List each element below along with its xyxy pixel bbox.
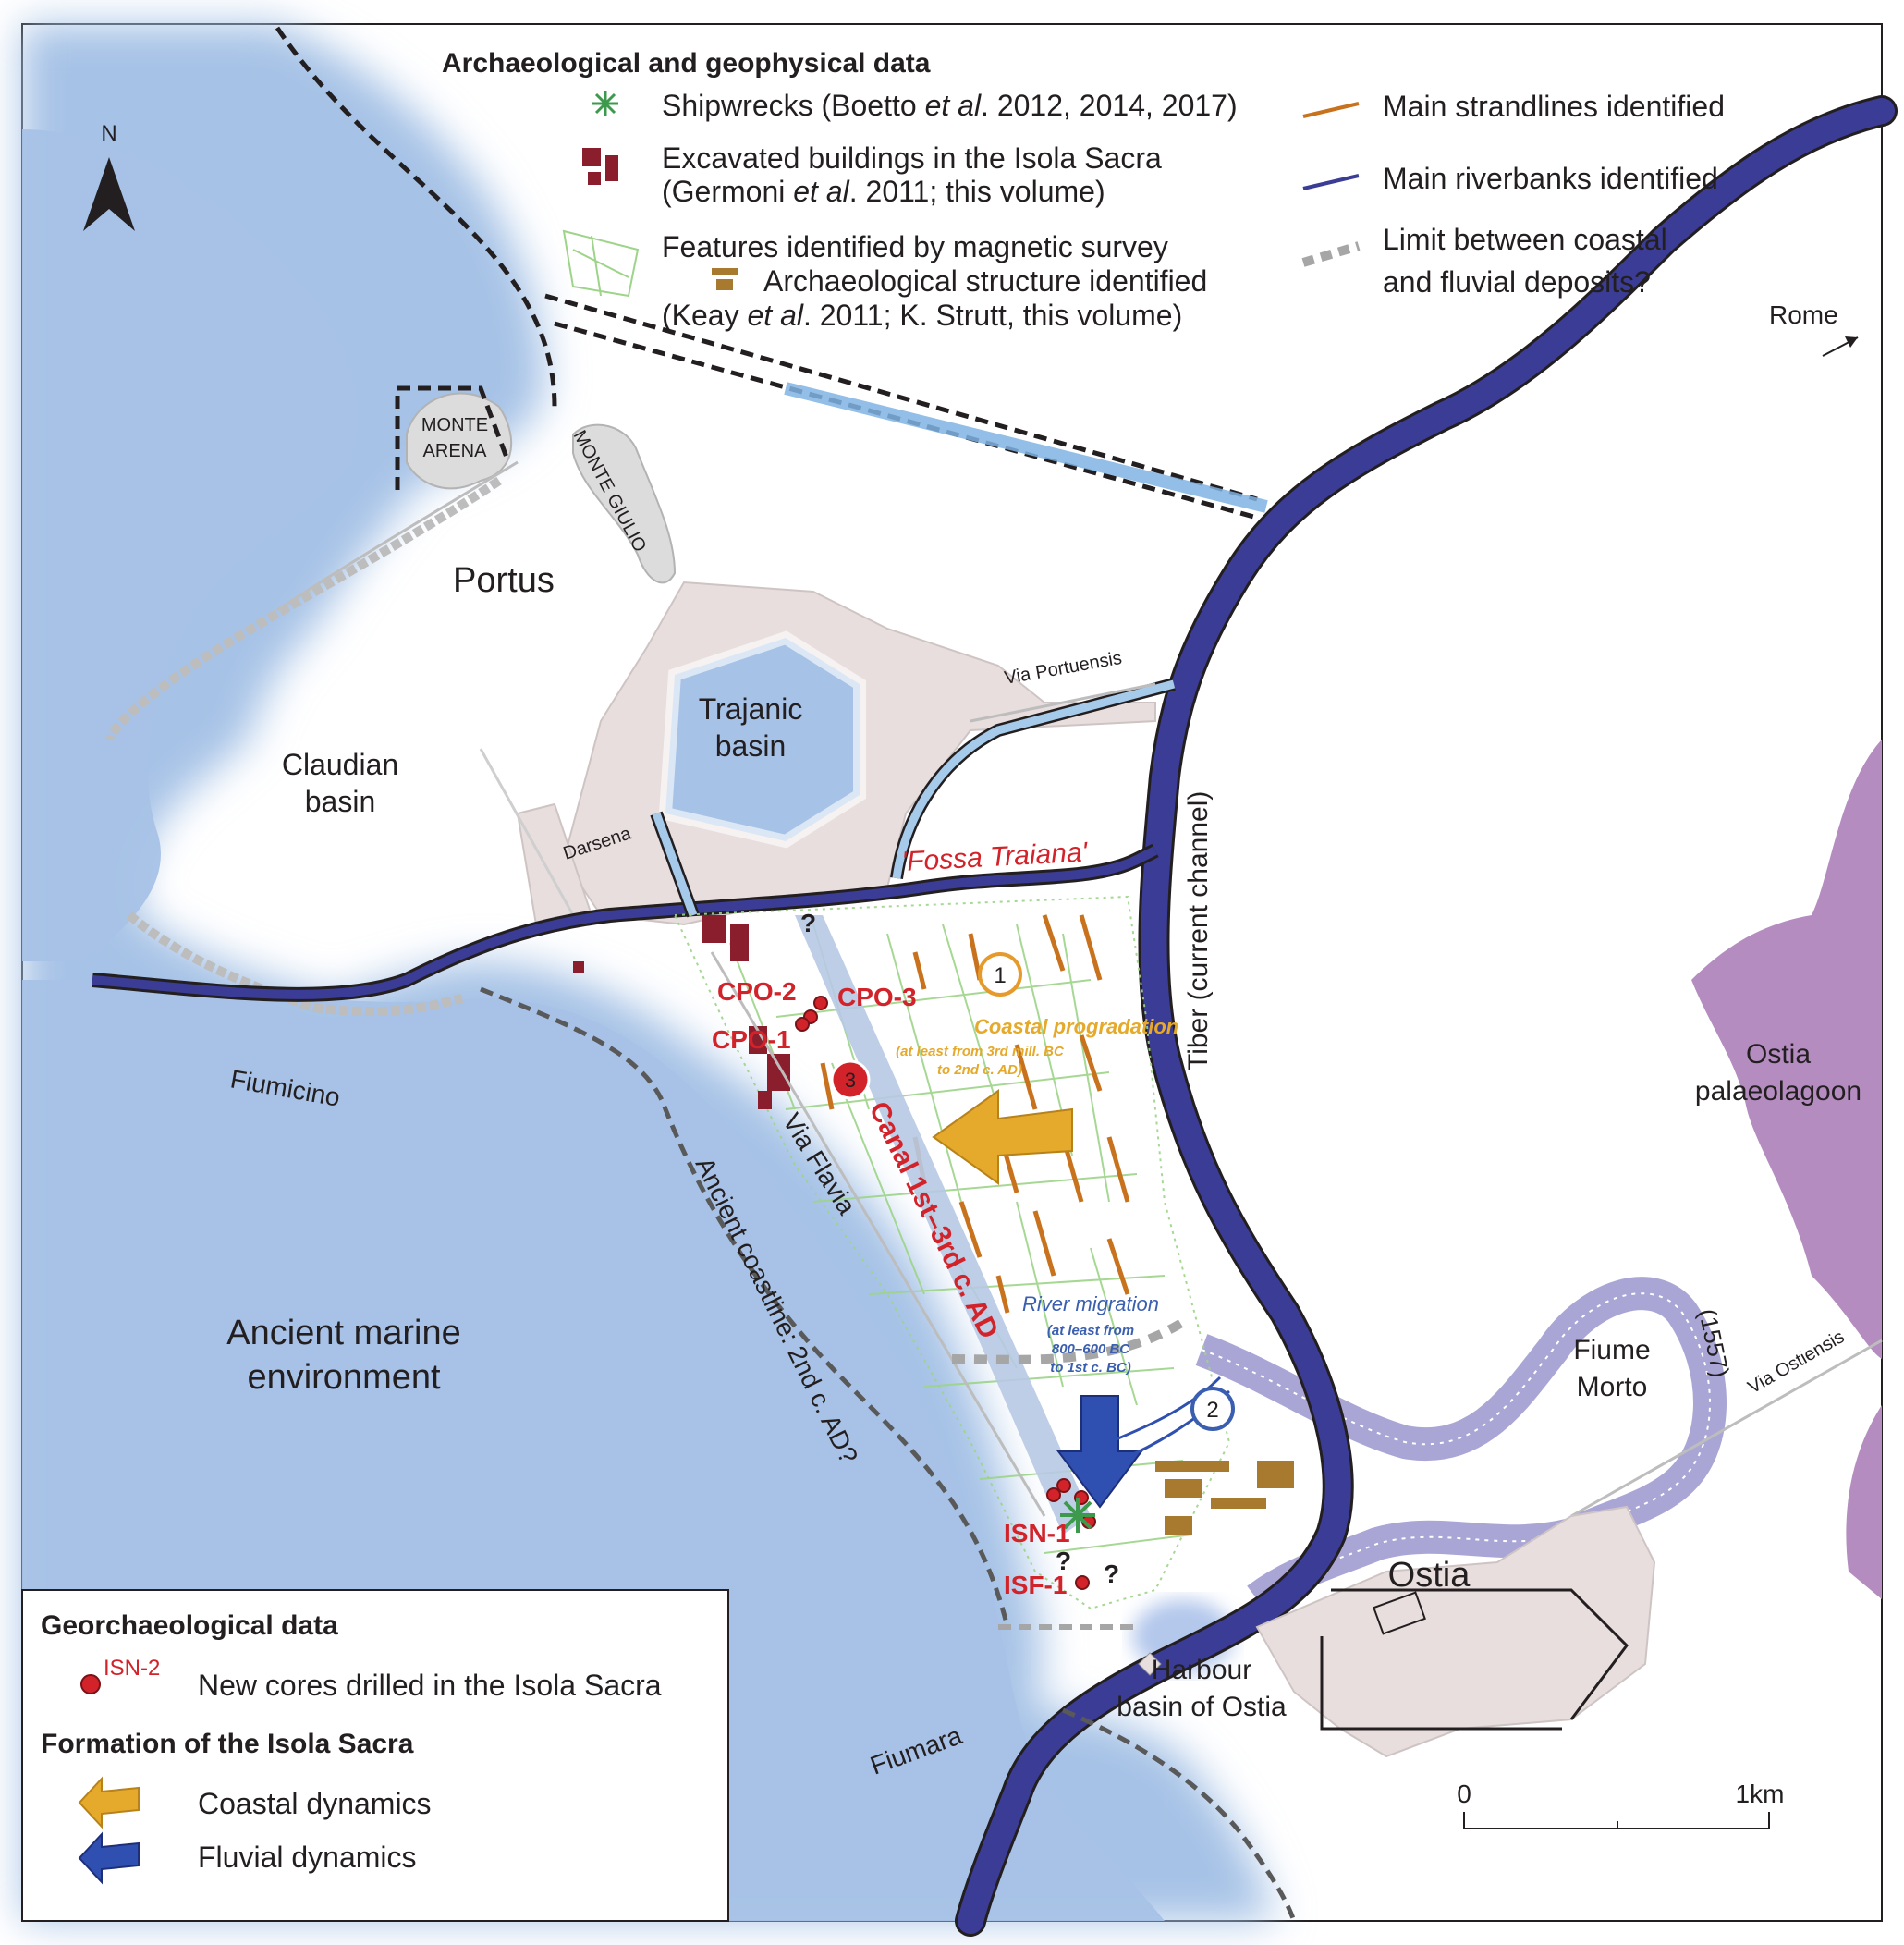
- building-legend-icon: [582, 148, 618, 185]
- canal-1st-3rd: [795, 915, 1091, 1535]
- ostia-palaeolagoon-area: [1691, 740, 1882, 1359]
- roads: [710, 682, 1883, 1518]
- svg-text:Limit between coastal: Limit between coastal: [1383, 223, 1667, 256]
- core-dots: [795, 996, 1096, 1590]
- shipwreck-legend-icon: [592, 91, 618, 116]
- svg-text:3: 3: [845, 1069, 856, 1092]
- svg-text:(Germoni et al. 2011; this vol: (Germoni et al. 2011; this volume): [662, 175, 1105, 208]
- trajanic-label-2: basin: [715, 729, 787, 763]
- trajanic-label-1: Trajanic: [699, 692, 803, 726]
- coastal-legend-arrow: [78, 1776, 140, 1829]
- claudian-label-1: Claudian: [282, 748, 398, 781]
- geo-legend-title: Georchaeological data: [41, 1610, 338, 1641]
- river-migration-label-2: (at least from: [1047, 1323, 1134, 1339]
- core-cpo1-label: CPO-1: [712, 1025, 791, 1054]
- scale-bar: 0 1km: [1457, 1780, 1784, 1829]
- shipwreck-icon: [1060, 1498, 1095, 1533]
- coastal-progradation-label: Coastal progradation: [974, 1015, 1178, 1038]
- marine-label-2: environment: [247, 1358, 441, 1397]
- core-isn1-label: ISN-1: [1004, 1519, 1070, 1547]
- marine-label-1: Ancient marine: [226, 1314, 460, 1352]
- svg-text:Main riverbanks identified: Main riverbanks identified: [1383, 162, 1718, 195]
- river-migration-label-4: to 1st c. BC): [1050, 1360, 1131, 1376]
- core-isf1-label: ISF-1: [1004, 1571, 1067, 1599]
- coastal-legend-text: Coastal dynamics: [198, 1787, 432, 1820]
- scale-km: 1km: [1736, 1780, 1785, 1808]
- core-legend-dot: [80, 1674, 101, 1694]
- dashed-outlines: [275, 26, 1258, 520]
- trajanic-basin-shape: [665, 638, 860, 841]
- portus-label: Portus: [453, 561, 555, 600]
- north-mole: [106, 476, 502, 740]
- palaeolagoon-label-2: palaeolagoon: [1695, 1076, 1861, 1107]
- structure-legend-icon: [712, 268, 738, 290]
- river-migration-label: River migration: [1022, 1292, 1159, 1315]
- fluvial-legend-text: Fluvial dynamics: [198, 1841, 417, 1874]
- svg-text:(Keay et al. 2011; K. Strutt,: (Keay et al. 2011; K. Strutt, this volum…: [662, 299, 1182, 332]
- riverbank-legend-line: [1302, 174, 1360, 190]
- question-mark-3: ?: [1104, 1560, 1119, 1588]
- coastal-dynamics-arrow: [932, 1089, 1073, 1185]
- marker-2: 2: [1190, 1387, 1235, 1431]
- ostia-label: Ostia: [1388, 1556, 1471, 1595]
- monte-giulio-shape: [572, 423, 677, 584]
- svg-text:and fluvial deposits?: and fluvial deposits?: [1383, 265, 1651, 299]
- claudian-label-2: basin: [305, 785, 376, 818]
- svg-text:Excavated buildings in the Iso: Excavated buildings in the Isola Sacra: [662, 141, 1162, 175]
- svg-text:Main strandlines identified: Main strandlines identified: [1383, 90, 1725, 123]
- limit-legend-line: [1301, 241, 1361, 267]
- svg-text:Shipwrecks (Boetto et al. 2012: Shipwrecks (Boetto et al. 2012, 2014, 20…: [662, 89, 1238, 122]
- rome-label: Rome: [1769, 300, 1838, 329]
- core-cpo3-label: CPO-3: [837, 983, 917, 1011]
- coastal-fluvial-limit: [951, 1317, 1186, 1364]
- legend-top-title: Archaeological and geophysical data: [442, 48, 931, 79]
- coastal-progradation-label-2: (at least from 3rd mill. BC: [896, 1044, 1065, 1059]
- core-legend-tag: ISN-2: [104, 1656, 160, 1681]
- legend-bottom: Georchaeological data ISN-2 New cores dr…: [21, 1589, 729, 1922]
- question-mark-1: ?: [800, 909, 816, 937]
- core-legend-text: New cores drilled in the Isola Sacra: [198, 1669, 662, 1702]
- tiber-label: Tiber (current channel): [1183, 791, 1214, 1070]
- monte-arena-shape: [406, 392, 512, 490]
- fluvial-legend-arrow: [78, 1831, 140, 1885]
- monte-arena-label-1: MONTE: [421, 415, 488, 435]
- svg-text:N: N: [101, 121, 116, 146]
- coastal-progradation-label-3: to 2nd c. AD): [937, 1062, 1022, 1078]
- scale-zero: 0: [1457, 1780, 1471, 1808]
- formation-legend-title: Formation of the Isola Sacra: [41, 1729, 414, 1759]
- svg-text:Features identified by magneti: Features identified by magnetic survey: [662, 230, 1168, 263]
- svg-text:2: 2: [1206, 1398, 1218, 1423]
- strandline-legend-line: [1302, 102, 1360, 118]
- archaeological-structures: [1155, 1461, 1294, 1535]
- fiume-morto-label-2: Morto: [1577, 1372, 1648, 1402]
- fluvial-dynamics-arrow: [1056, 1395, 1143, 1509]
- svg-text:1: 1: [994, 963, 1006, 988]
- svg-text:Archaeological structure ident: Archaeological structure identified: [763, 264, 1207, 298]
- core-cpo2-label: CPO-2: [717, 977, 797, 1006]
- river-migration-label-3: 800–600 BC: [1052, 1341, 1130, 1357]
- south-mole: [126, 911, 464, 1017]
- fiume-morto-label-1: Fiume: [1573, 1335, 1650, 1365]
- palaeolagoon-label-1: Ostia: [1746, 1039, 1811, 1070]
- magnetic-legend-icon: [562, 229, 640, 298]
- marker-3: 3: [830, 1059, 871, 1100]
- ancient-coastline: [480, 986, 1010, 1628]
- legend-top: Archaeological and geophysical data Ship…: [442, 48, 1725, 332]
- question-mark-2: ?: [1056, 1547, 1071, 1575]
- monte-arena-label-2: ARENA: [423, 441, 488, 461]
- marker-1: 1: [978, 952, 1022, 997]
- north-arrow-icon: N: [83, 121, 135, 231]
- excavated-buildings: [573, 915, 790, 1109]
- harbour-label-2: basin of Ostia: [1117, 1692, 1287, 1722]
- harbour-label-1: Harbour: [1152, 1655, 1251, 1685]
